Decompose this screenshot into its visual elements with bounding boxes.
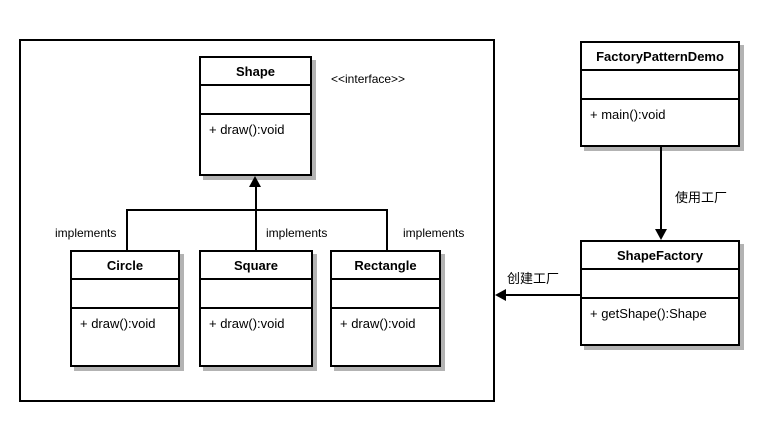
implements-line-vertical xyxy=(255,186,257,250)
interface-stereotype-label: <<interface>> xyxy=(331,72,406,86)
class-title-shape: Shape xyxy=(201,58,310,86)
class-method-square: + draw():void xyxy=(209,316,285,331)
class-box-factory-pattern-demo: FactoryPatternDemo + main():void xyxy=(580,41,740,147)
arrowhead-left-icon xyxy=(495,289,506,301)
use-factory-label: 使用工厂 xyxy=(675,190,728,205)
arrowhead-down-icon xyxy=(655,229,667,240)
class-method-shape-factory: + getShape():Shape xyxy=(590,306,707,321)
class-method-shape: + draw():void xyxy=(209,122,285,137)
class-title-factory-pattern-demo: FactoryPatternDemo xyxy=(582,43,738,71)
implements-line-drop-rectangle xyxy=(386,209,388,250)
arrowhead-up-icon xyxy=(249,176,261,187)
implements-line-horizontal xyxy=(126,209,388,211)
class-box-rectangle: Rectangle + draw():void xyxy=(330,250,441,367)
shapes-group-frame xyxy=(19,39,495,402)
implements-label-square: implements xyxy=(266,226,328,240)
class-box-square: Square + draw():void xyxy=(199,250,313,367)
class-attrs-shape xyxy=(201,86,310,115)
create-factory-label: 创建工厂 xyxy=(507,271,560,286)
class-method-factory-pattern-demo: + main():void xyxy=(590,107,666,122)
class-method-rectangle: + draw():void xyxy=(340,316,416,331)
class-attrs-square xyxy=(201,280,311,309)
class-title-square: Square xyxy=(201,252,311,280)
class-attrs-factory-pattern-demo xyxy=(582,71,738,100)
use-factory-line xyxy=(660,147,662,231)
implements-label-rectangle: implements xyxy=(403,226,465,240)
class-method-circle: + draw():void xyxy=(80,316,156,331)
class-box-shape: Shape + draw():void xyxy=(199,56,312,176)
class-attrs-rectangle xyxy=(332,280,439,309)
class-attrs-circle xyxy=(72,280,178,309)
class-box-circle: Circle + draw():void xyxy=(70,250,180,367)
class-title-circle: Circle xyxy=(72,252,178,280)
class-box-shape-factory: ShapeFactory + getShape():Shape xyxy=(580,240,740,346)
class-title-shape-factory: ShapeFactory xyxy=(582,242,738,270)
create-factory-line xyxy=(505,294,580,296)
implements-label-circle: implements xyxy=(55,226,117,240)
implements-line-drop-circle xyxy=(126,209,128,250)
class-attrs-shape-factory xyxy=(582,270,738,299)
class-title-rectangle: Rectangle xyxy=(332,252,439,280)
